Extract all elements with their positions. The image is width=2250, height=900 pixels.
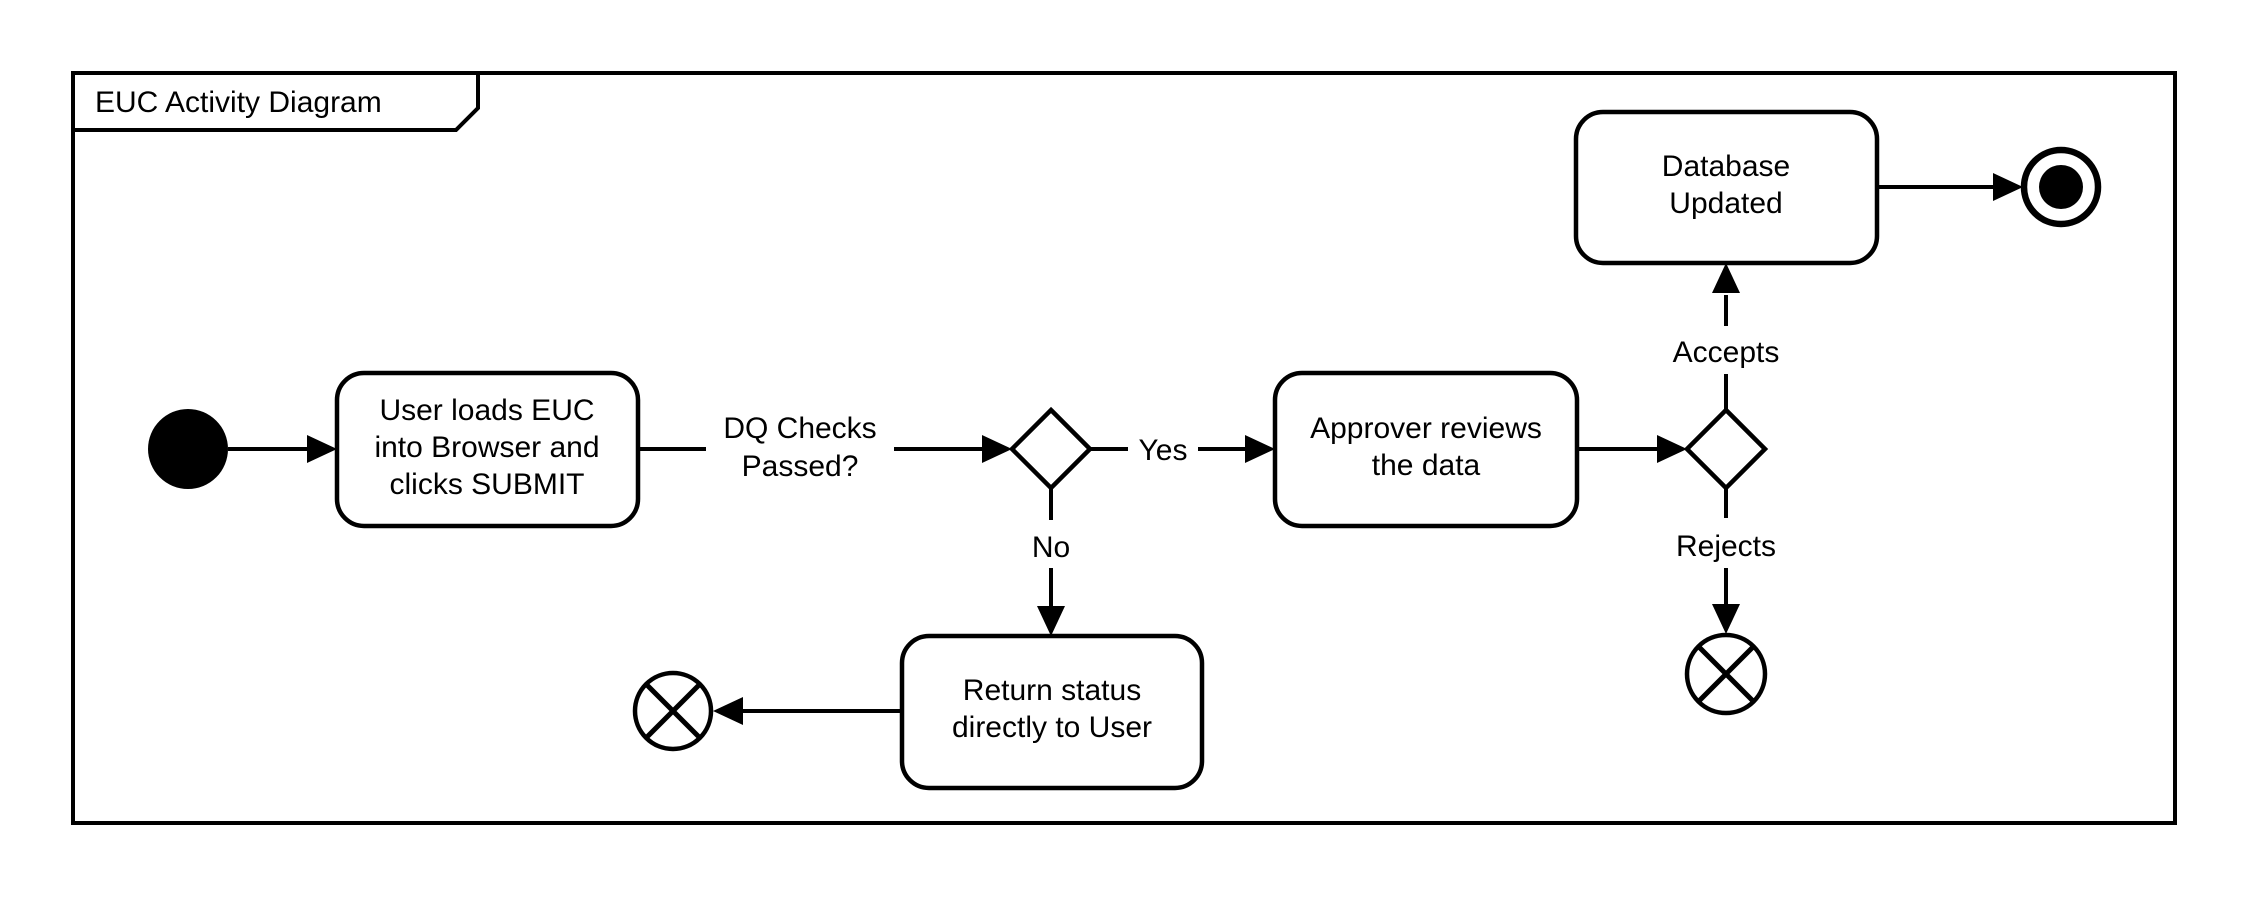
arrowhead-icon bbox=[1712, 604, 1740, 634]
action-approver-reviews: Approver reviews the data bbox=[1272, 370, 1580, 529]
action-user-loads-euc: User loads EUC into Browser and clicks S… bbox=[334, 370, 641, 529]
label-bg bbox=[1652, 518, 1800, 568]
decision-approver-review bbox=[1683, 406, 1769, 492]
action-box bbox=[899, 633, 1205, 791]
frame-border bbox=[71, 71, 2177, 825]
action-box bbox=[1573, 109, 1880, 266]
frame-title: EUC Activity Diagram bbox=[95, 86, 382, 119]
arrowhead-icon bbox=[1993, 173, 2023, 201]
action-database-updated: Database Updated bbox=[1573, 109, 1880, 266]
x-icon bbox=[645, 683, 701, 739]
action-return-line1: Return status bbox=[963, 674, 1141, 707]
arrowhead-icon bbox=[713, 697, 743, 725]
activity-final-inner-circle bbox=[2039, 165, 2083, 209]
edge-label-dq-checks-line1: DQ Checks bbox=[723, 412, 876, 445]
flow-final-node-return bbox=[632, 670, 714, 752]
diagram-frame: EUC Activity Diagram bbox=[71, 71, 2177, 825]
label-bg bbox=[706, 404, 894, 490]
arrowhead-icon bbox=[1037, 606, 1065, 636]
frame-title-tab bbox=[71, 71, 480, 132]
arrowhead-icon bbox=[1712, 263, 1740, 293]
arrowhead-icon bbox=[1245, 435, 1275, 463]
action-return-line2: directly to User bbox=[952, 711, 1152, 744]
label-bg bbox=[1017, 520, 1085, 568]
edge-label-dq-checks-line2: Passed? bbox=[742, 450, 859, 483]
edge-label-no: No bbox=[1032, 531, 1070, 564]
action-user-loads-line3: clicks SUBMIT bbox=[390, 468, 585, 501]
action-approver-line2: the data bbox=[1372, 449, 1481, 482]
action-database-line2: Updated bbox=[1669, 187, 1782, 220]
action-return-status: Return status directly to User bbox=[899, 633, 1205, 791]
action-database-line1: Database bbox=[1662, 150, 1790, 183]
arrowhead-icon bbox=[307, 435, 337, 463]
arrowheads bbox=[307, 173, 2023, 725]
activity-final-node bbox=[2020, 146, 2102, 228]
action-box bbox=[334, 370, 641, 529]
action-user-loads-line2: into Browser and bbox=[374, 431, 599, 464]
label-bg bbox=[1652, 326, 1800, 374]
action-box bbox=[1272, 370, 1580, 529]
x-icon bbox=[1697, 645, 1755, 703]
flow-final-node-reject bbox=[1684, 632, 1768, 716]
decision-dq-checks bbox=[1008, 406, 1094, 492]
edge-label-rejects: Rejects bbox=[1676, 530, 1776, 563]
arrowhead-icon bbox=[982, 435, 1012, 463]
arrowhead-icon bbox=[1657, 435, 1687, 463]
edge-labels: DQ Checks Passed? Yes No Accepts Rejects bbox=[706, 326, 1800, 568]
label-bg bbox=[1128, 424, 1198, 468]
initial-node bbox=[148, 409, 228, 489]
edge-label-accepts: Accepts bbox=[1673, 336, 1780, 369]
action-user-loads-line1: User loads EUC bbox=[379, 394, 594, 427]
edge-label-yes: Yes bbox=[1139, 434, 1188, 467]
action-approver-line1: Approver reviews bbox=[1310, 412, 1542, 445]
